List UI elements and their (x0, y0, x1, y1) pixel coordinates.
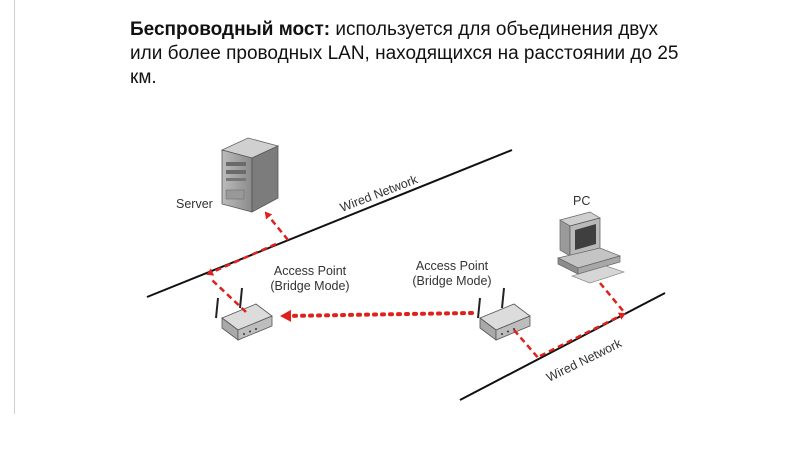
link-server-to-ap-left (206, 242, 277, 276)
ap-right-label-line2: (Bridge Mode) (412, 274, 491, 288)
pc-icon (556, 211, 625, 284)
ap-right-label-line1: Access Point (416, 259, 489, 273)
left-margin-rule (14, 0, 15, 414)
slide-heading: Беспроводный мост: используется для объе… (130, 18, 690, 90)
link-pc-to-wire (599, 282, 625, 313)
server-label: Server (176, 197, 213, 211)
link-ap-left-to-wire (211, 279, 247, 313)
wired-network-label-top: Wired Network (338, 172, 420, 215)
heading-definition: используется для объединения двух или бо… (130, 19, 679, 88)
wireless-bridge-link (280, 309, 474, 322)
access-point-left-icon (215, 287, 273, 341)
wired-network-line-bottom (459, 292, 666, 401)
pc-label: PC (573, 194, 590, 208)
ap-left-label-line1: Access Point (274, 264, 347, 278)
link-ap-right-to-wire (513, 329, 541, 361)
wired-network-label-bottom: Wired Network (544, 336, 624, 385)
server-icon (220, 137, 280, 213)
heading-term: Беспроводный мост: (130, 19, 331, 40)
access-point-right-icon (477, 287, 531, 341)
ap-left-label-line2: (Bridge Mode) (270, 279, 349, 293)
link-wire-to-pc-a (539, 312, 626, 358)
link-top-line-to-server (264, 211, 289, 241)
